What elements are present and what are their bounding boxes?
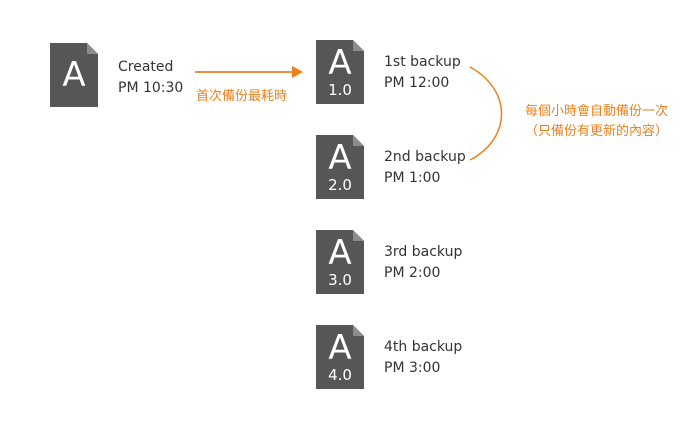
backup-file-icon-1: A 1.0 [316,40,364,104]
document-file-icon [50,43,98,107]
original-time-text: PM 10:30 [118,80,184,96]
file-letter: A [328,328,352,368]
backup-file-icon-4: A 4.0 [316,325,364,389]
document-file-icon [316,230,364,294]
backup-time-text: PM 1:00 [384,170,441,186]
backup-label-1: 1st backup PM 12:00 [384,52,461,94]
backup-file-icon-3: A 3.0 [316,230,364,294]
backup-time-text: PM 2:00 [384,265,441,281]
first-backup-annotation: 首次備份最耗時 [196,89,288,104]
version-number: 1.0 [328,81,352,99]
version-number: 4.0 [328,366,352,384]
hourly-annotation: 每個小時會自動備份一次 （只備份有更新的內容） [525,102,668,142]
file-letter: A [328,138,352,178]
file-letter: A [328,43,352,83]
file-letter: A [328,233,352,273]
first-backup-arrow-head [292,66,303,78]
backup-label-4: 4th backup PM 3:00 [384,337,462,379]
document-file-icon [316,40,364,104]
backup-name-text: 1st backup [384,54,461,70]
backup-time-text: PM 12:00 [384,75,450,91]
hourly-annotation-line1: 每個小時會自動備份一次 [524,104,668,119]
hourly-bracket-curve [469,66,503,161]
document-file-icon [316,325,364,389]
backup-label-2: 2nd backup PM 1:00 [384,147,466,189]
version-number: 2.0 [328,176,352,194]
backup-name-text: 2nd backup [384,149,466,165]
original-file-icon: A [50,43,98,107]
backup-time-text: PM 3:00 [384,360,441,376]
backup-name-text: 3rd backup [384,244,463,260]
file-letter: A [62,55,86,95]
original-created-text: Created [118,59,174,75]
backup-name-text: 4th backup [384,339,463,355]
backup-file-icon-2: A 2.0 [316,135,364,199]
original-file-label: Created PM 10:30 [118,57,183,99]
backup-label-3: 3rd backup PM 2:00 [384,242,462,284]
version-number: 3.0 [328,271,352,289]
hourly-annotation-line2: （只備份有更新的內容） [524,124,668,139]
document-file-icon [316,135,364,199]
